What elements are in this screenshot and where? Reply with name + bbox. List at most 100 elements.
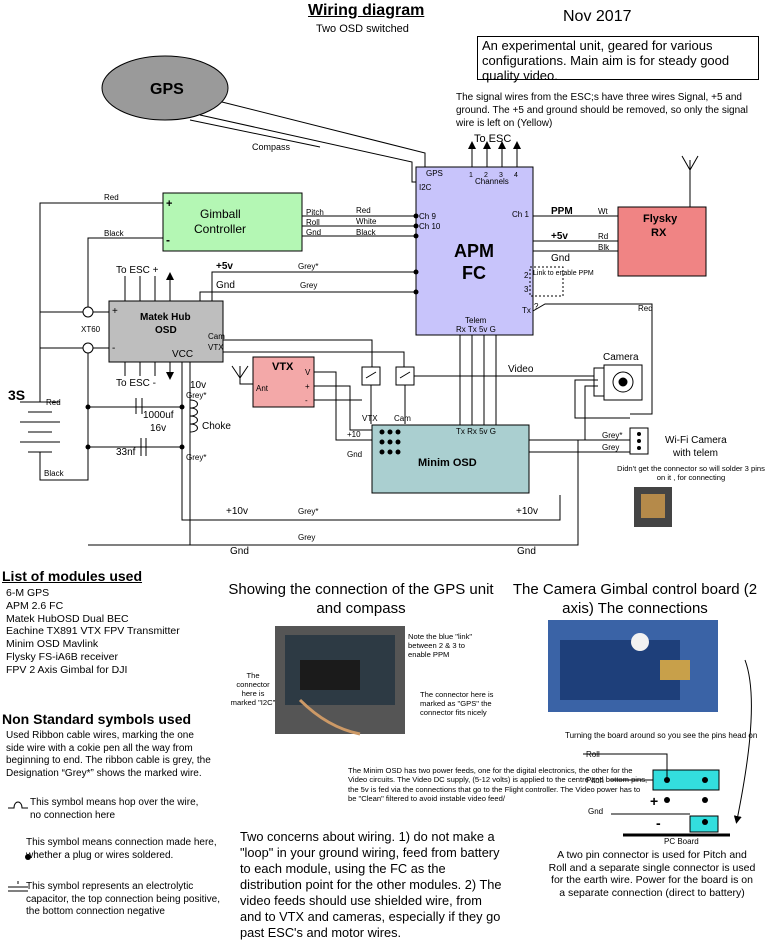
- wifi-camera-photo: [634, 487, 672, 527]
- apm-gps: GPS: [426, 169, 443, 178]
- matek-plus: +: [112, 306, 118, 317]
- plus5v-flysky: +5v: [551, 231, 568, 242]
- cap-label: 1000uf: [143, 410, 174, 421]
- gimbal-minus: -: [166, 233, 170, 247]
- gnd-bottom-left: Gnd: [230, 546, 249, 557]
- modules-list: 6-M GPS APM 2.6 FC Matek HubOSD Dual BEC…: [6, 587, 180, 677]
- gnd-matek: Gnd: [216, 280, 235, 291]
- apm-ch-3: 3: [499, 172, 503, 179]
- wifi-connector-note: Didn't get the connector so will solder …: [617, 464, 765, 482]
- vtx-v: V: [305, 368, 311, 377]
- apm-tx: Tx: [522, 306, 531, 315]
- gps-module: [101, 55, 229, 121]
- module-item: Matek HubOSD Dual BEC: [6, 612, 129, 625]
- minim-pins: Tx Rx 5v G: [456, 427, 496, 436]
- module-item: APM 2.6 FC: [6, 599, 64, 612]
- grey-star-5v: Grey*: [298, 262, 318, 271]
- nf33-label: 33nf: [116, 447, 136, 458]
- minim-title: Minim OSD: [418, 457, 477, 469]
- grey-gnd: Grey: [300, 281, 317, 290]
- apm-ch9: Ch 9: [419, 212, 436, 221]
- modules-heading: List of modules used: [2, 568, 143, 584]
- esc-signal-note: The signal wires from the ESC;s have thr…: [456, 92, 748, 129]
- apm-ch10: Ch 10: [419, 222, 441, 231]
- v16-label: 16v: [150, 423, 166, 434]
- module-item: FPV 2 Axis Gimbal for DJI: [6, 663, 128, 676]
- page-subtitle: Two OSD switched: [316, 23, 409, 35]
- gimbal-connector-note: A two pin connector is used for Pitch an…: [548, 849, 756, 899]
- capacitor-symbol-note: This symbol represents an electrolytic c…: [26, 881, 221, 917]
- minim-cam: Cam: [394, 414, 411, 423]
- gps-callout-link: Note the blue "link" between 2 & 3 to en…: [408, 632, 473, 659]
- red-camera: Red: [638, 304, 653, 313]
- apm-ch1: Ch 1: [512, 210, 529, 219]
- page-title: Wiring diagram: [308, 2, 425, 19]
- matek-hub-osd: [108, 300, 224, 363]
- wt-label: Wt: [598, 207, 609, 216]
- to-esc-plus: To ESC +: [116, 265, 159, 276]
- gps-label: GPS: [150, 81, 184, 98]
- red-wire-gimbal: Red: [356, 206, 371, 215]
- apm-title-2: FC: [462, 263, 486, 283]
- wiring-concerns-note: Two concerns about wiring. 1) do not mak…: [240, 829, 502, 940]
- black-batt-label: Black: [104, 229, 125, 238]
- flysky-title-1: Flysky: [643, 213, 678, 225]
- black-wire-gimbal: Black: [356, 228, 377, 237]
- gnd-flysky: Gnd: [551, 253, 570, 264]
- gimbal-plus-sign: +: [650, 793, 658, 809]
- gnd-wire-label: Gnd: [306, 228, 321, 237]
- gimbal-title-1: Gimball: [200, 207, 241, 221]
- grey-wifi: Grey: [602, 443, 619, 452]
- matek-title-2: OSD: [155, 325, 177, 336]
- grey-star-bottom: Grey*: [298, 507, 318, 516]
- gps-callout-i2c: The connector here is marked "I2C": [230, 671, 276, 707]
- video-label: Video: [508, 364, 534, 375]
- gimbal-controller: [162, 192, 303, 252]
- apm-pin-3: 3: [524, 285, 529, 294]
- gimbal-section-heading: The Camera Gimbal control board (2 axis)…: [512, 581, 758, 617]
- module-item: Eachine TX891 VTX FPV Transmitter: [6, 625, 180, 638]
- gps-callout-gps: The connector here is marked as "GPS" th…: [420, 690, 494, 717]
- dot-symbol-note: This symbol means connection made here, …: [26, 837, 217, 861]
- minim-osd-power-note: The Minim OSD has two power feeds, one f…: [348, 766, 648, 804]
- vtx-title: VTX: [272, 361, 294, 373]
- wifi-title-1: Wi-Fi Camera: [665, 435, 727, 446]
- grey-star-choke: Grey*: [186, 453, 206, 462]
- apm-ch-2: 2: [484, 172, 488, 179]
- pc-board-label: PC Board: [664, 837, 699, 846]
- gps-photo: [275, 626, 405, 736]
- compass-label: Compass: [252, 142, 291, 152]
- minim-plus10: +10: [347, 430, 361, 439]
- matek-vcc: VCC: [172, 349, 193, 360]
- plus10v-right: +10v: [516, 506, 538, 517]
- battery-label: 3S: [8, 387, 25, 403]
- to-esc-minus: To ESC -: [116, 378, 156, 389]
- matek-title-1: Matek Hub: [140, 312, 191, 323]
- wifi-title-2: with telem: [672, 448, 718, 459]
- link-box-text: Link to enable PPM: [533, 270, 594, 277]
- capacitor-symbol-icon: [8, 881, 28, 892]
- matek-vtx: VTX: [208, 343, 224, 352]
- module-item: Minim OSD Mavlink: [6, 638, 99, 651]
- vtx-plus: +: [305, 382, 310, 391]
- camera-label: Camera: [603, 352, 639, 363]
- v10-label: 10v: [190, 380, 206, 391]
- red-battery: Red: [46, 398, 61, 407]
- red-batt-label: Red: [104, 193, 119, 202]
- vtx-ant: Ant: [256, 384, 269, 393]
- apm-telem: Telem: [465, 316, 487, 325]
- apm-i2c: I2C: [419, 183, 432, 192]
- matek-minus: -: [112, 343, 115, 354]
- gimbal-turn-note: Turning the board around so you see the …: [565, 731, 757, 740]
- gps-section-heading: Showing the connection of the GPS unit a…: [228, 581, 494, 617]
- xt60-label: XT60: [81, 325, 101, 334]
- ppm-label: PPM: [551, 206, 573, 217]
- minim-gnd: Gnd: [347, 450, 362, 459]
- pitch-wire-label: Pitch: [306, 208, 324, 217]
- white-wire-gimbal: White: [356, 217, 377, 226]
- rd-label: Rd: [598, 232, 608, 241]
- info-box: An experimental unit, geared for various…: [477, 36, 759, 83]
- gimbal-roll-label: Roll: [586, 750, 600, 759]
- vtx-minus: -: [305, 396, 308, 405]
